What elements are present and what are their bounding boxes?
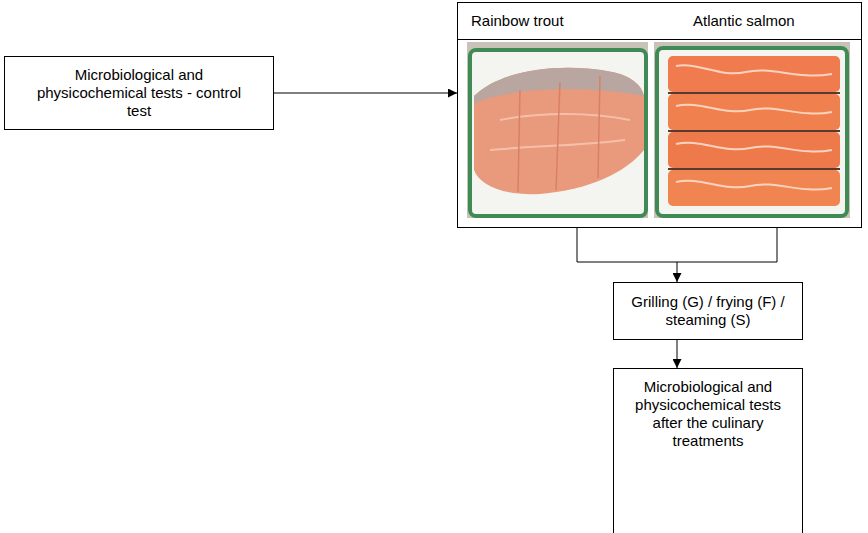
box-text: Microbiological and physicochemical test… xyxy=(620,378,796,450)
box-text: Microbiological and physicochemical test… xyxy=(33,66,245,120)
trout-photo xyxy=(467,42,648,218)
column-heading: Atlantic salmon xyxy=(693,12,795,30)
process-box: Grilling (G) / frying (F) / steaming (S) xyxy=(613,282,803,340)
flow-arrow xyxy=(677,340,678,368)
panel-header: Rainbow trout Atlantic salmon xyxy=(458,3,861,40)
box-text: Grilling (G) / frying (F) / steaming (S) xyxy=(620,293,796,329)
photo-panel: Rainbow trout Atlantic salmon xyxy=(457,2,862,228)
salmon-photo xyxy=(654,42,850,218)
column-heading: Rainbow trout xyxy=(471,12,564,30)
process-box: Microbiological and physicochemical test… xyxy=(613,368,803,533)
process-box: Microbiological and physicochemical test… xyxy=(4,56,274,130)
bracket-leg xyxy=(677,228,777,262)
flow-arrow xyxy=(274,93,457,94)
flow-arrow xyxy=(577,228,677,282)
